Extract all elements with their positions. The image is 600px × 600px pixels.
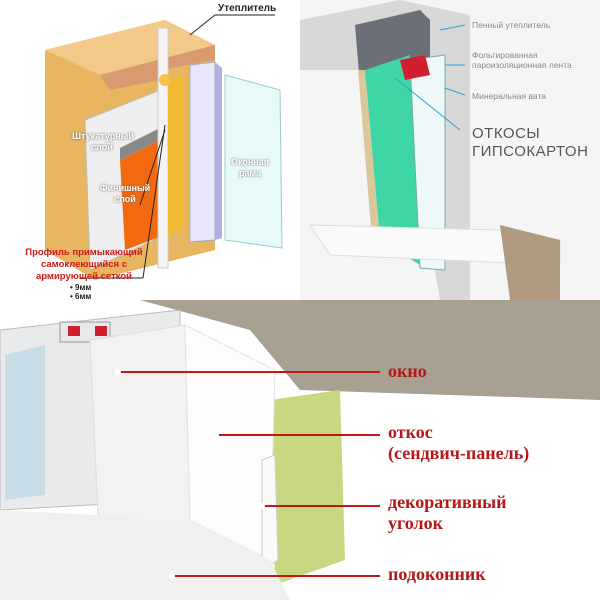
label-decorative: декоративный — [388, 492, 507, 512]
label-slope: откос — [388, 422, 433, 442]
size-6mm: • 6мм — [70, 292, 92, 301]
label-finish-layer: Финишный слой — [99, 183, 151, 204]
label-sandwich-panel: (сендвич-панель) — [388, 443, 530, 463]
label-insulation: Утеплитель — [218, 3, 277, 14]
panel-a-wall-diagram — [45, 14, 283, 280]
label-window: окно — [388, 361, 427, 381]
title-drywall: ГИПСОКАРТОН — [472, 143, 589, 160]
label-corner: уголок — [388, 513, 443, 533]
label-window-frame: Оконная рама — [230, 157, 269, 178]
label-adjoining-profile: Профиль примыкающий самоклеющийся с арми… — [25, 247, 143, 282]
panel-c-sandwich-diagram — [0, 300, 600, 600]
size-value: 9мм — [75, 283, 92, 292]
label-mineral-wool: Минеральная вата — [472, 91, 546, 101]
label-foam-insulation: Пенный утеплитель — [472, 20, 551, 30]
size-9mm: • 9мм — [70, 283, 92, 292]
title-slopes: ОТКОСЫ — [472, 125, 541, 142]
label-vapor-tape: Фольгированная пароизоляционная лента — [472, 50, 572, 70]
label-plaster-layer: Штукатурный слой — [72, 131, 134, 152]
label-sill: подоконник — [388, 564, 486, 584]
panel-b-drywall-diagram — [300, 0, 600, 300]
size-value: 6мм — [75, 292, 92, 301]
